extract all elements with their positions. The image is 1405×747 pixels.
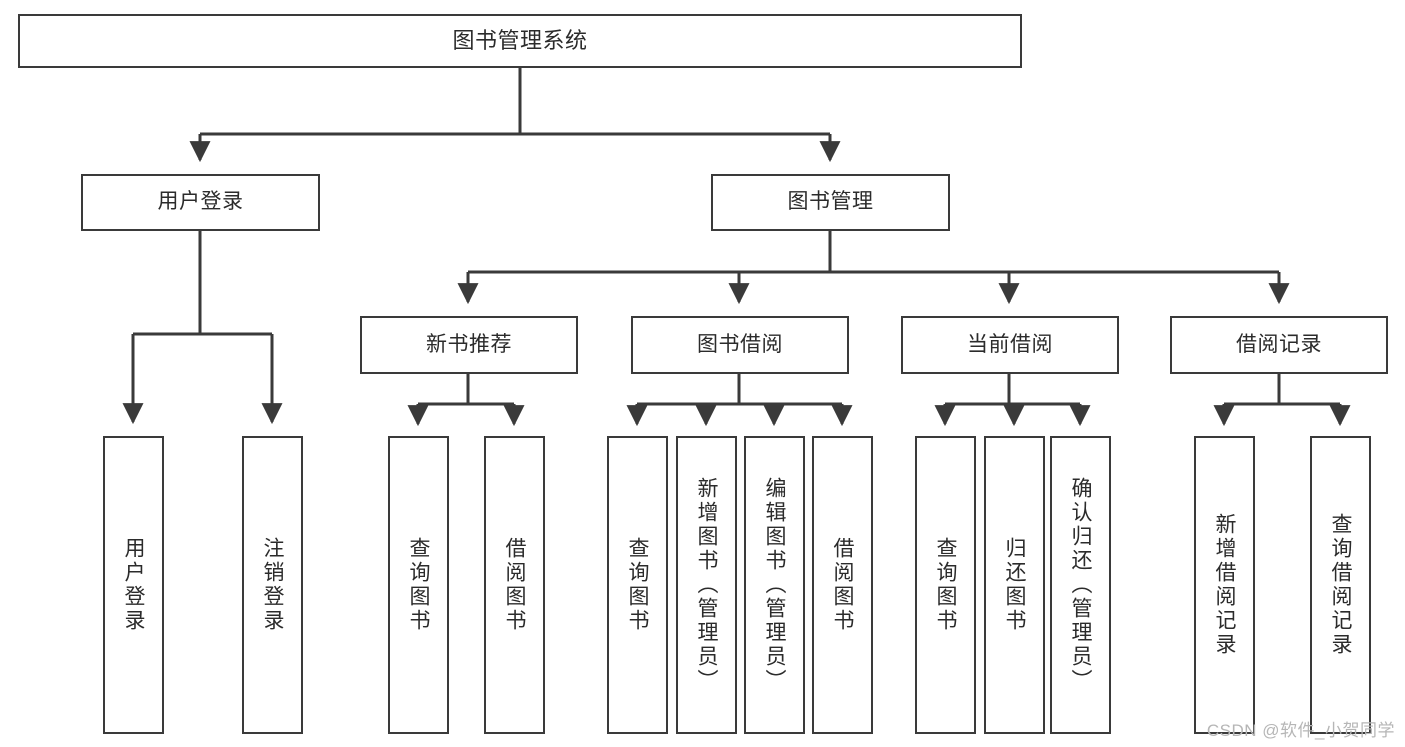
leaf-record-add-record[interactable]: 新增借阅记录 xyxy=(1194,436,1255,734)
node-label: 查询借阅记录 xyxy=(1329,513,1352,657)
node-book-management[interactable]: 图书管理 xyxy=(711,174,950,231)
node-label: 确认归还（管理员） xyxy=(1069,477,1092,693)
node-label: 查询图书 xyxy=(407,537,430,633)
node-label: 新增借阅记录 xyxy=(1213,513,1236,657)
leaf-borrow-query-book[interactable]: 查询图书 xyxy=(607,436,668,734)
leaf-current-return-book[interactable]: 归还图书 xyxy=(984,436,1045,734)
node-label: 查询图书 xyxy=(626,537,649,633)
leaf-current-query-book[interactable]: 查询图书 xyxy=(915,436,976,734)
node-label: 图书借阅 xyxy=(697,332,783,356)
node-label: 用户登录 xyxy=(122,537,145,633)
leaf-borrow-borrow-book[interactable]: 借阅图书 xyxy=(812,436,873,734)
node-user-login[interactable]: 用户登录 xyxy=(81,174,320,231)
node-label: 借阅图书 xyxy=(831,537,854,633)
leaf-recommend-query-book[interactable]: 查询图书 xyxy=(388,436,449,734)
csdn-watermark: CSDN @软件_小贺同学 xyxy=(1206,721,1395,740)
leaf-user-login-login[interactable]: 用户登录 xyxy=(103,436,164,734)
node-label: 借阅记录 xyxy=(1236,332,1322,356)
node-book-borrow[interactable]: 图书借阅 xyxy=(631,316,849,374)
leaf-current-confirm-return-admin[interactable]: 确认归还（管理员） xyxy=(1050,436,1111,734)
node-label: 编辑图书（管理员） xyxy=(763,477,786,693)
leaf-user-login-logout[interactable]: 注销登录 xyxy=(242,436,303,734)
leaf-record-query-record[interactable]: 查询借阅记录 xyxy=(1310,436,1371,734)
node-label: 查询图书 xyxy=(934,537,957,633)
node-label: 图书管理 xyxy=(787,190,874,214)
node-label: 注销登录 xyxy=(261,537,284,633)
node-label: 新书推荐 xyxy=(426,332,512,356)
leaf-borrow-add-book-admin[interactable]: 新增图书（管理员） xyxy=(676,436,737,734)
node-label: 用户登录 xyxy=(157,190,244,214)
node-label: 借阅图书 xyxy=(503,537,526,633)
node-borrow-record[interactable]: 借阅记录 xyxy=(1170,316,1388,374)
leaf-borrow-edit-book-admin[interactable]: 编辑图书（管理员） xyxy=(744,436,805,734)
node-label: 归还图书 xyxy=(1003,537,1026,633)
node-current-borrow[interactable]: 当前借阅 xyxy=(901,316,1119,374)
node-new-book-recommend[interactable]: 新书推荐 xyxy=(360,316,578,374)
leaf-recommend-borrow-book[interactable]: 借阅图书 xyxy=(484,436,545,734)
node-root-system[interactable]: 图书管理系统 xyxy=(18,14,1022,68)
node-label: 新增图书（管理员） xyxy=(695,477,718,693)
node-label: 当前借阅 xyxy=(967,332,1053,356)
node-label: 图书管理系统 xyxy=(452,28,588,54)
